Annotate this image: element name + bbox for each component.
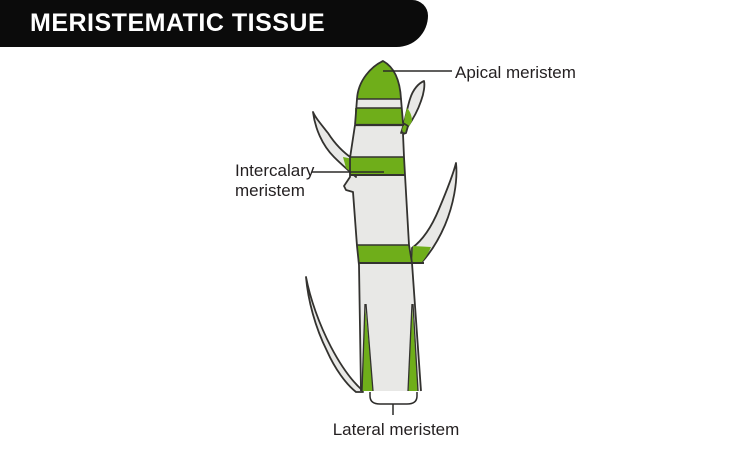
- lateral-right-strip-outer-line: [412, 303, 419, 392]
- apical-meristem-label: Apical meristem: [455, 63, 576, 82]
- right-leaf-base-green: [412, 246, 431, 263]
- title-banner: MERISTEMATIC TISSUE: [0, 0, 428, 47]
- lateral-meristem-right-strip: [408, 304, 418, 391]
- lateral-bracket: [369, 392, 418, 405]
- stem-body: [344, 61, 421, 391]
- lower-left-leaf: [305, 276, 364, 393]
- intercalary-meristem-region: [350, 157, 405, 175]
- lateral-meristem-label: Lateral meristem: [333, 420, 460, 439]
- lower-green-band: [357, 245, 412, 263]
- lateral-left-strip-outer-line: [361, 303, 366, 392]
- branch-base-green: [402, 108, 412, 133]
- intercalary-meristem-label-line1: Intercalary: [235, 161, 315, 180]
- stem-outline: [343, 60, 422, 392]
- lateral-left-strip-inner-line: [365, 303, 374, 392]
- lateral-right-strip-inner-line: [407, 303, 413, 392]
- section-boundaries: [350, 98, 424, 264]
- page-title: MERISTEMATIC TISSUE: [30, 9, 326, 37]
- upper-green-band: [355, 108, 403, 125]
- intercalary-meristem-label-line2: meristem: [235, 181, 305, 200]
